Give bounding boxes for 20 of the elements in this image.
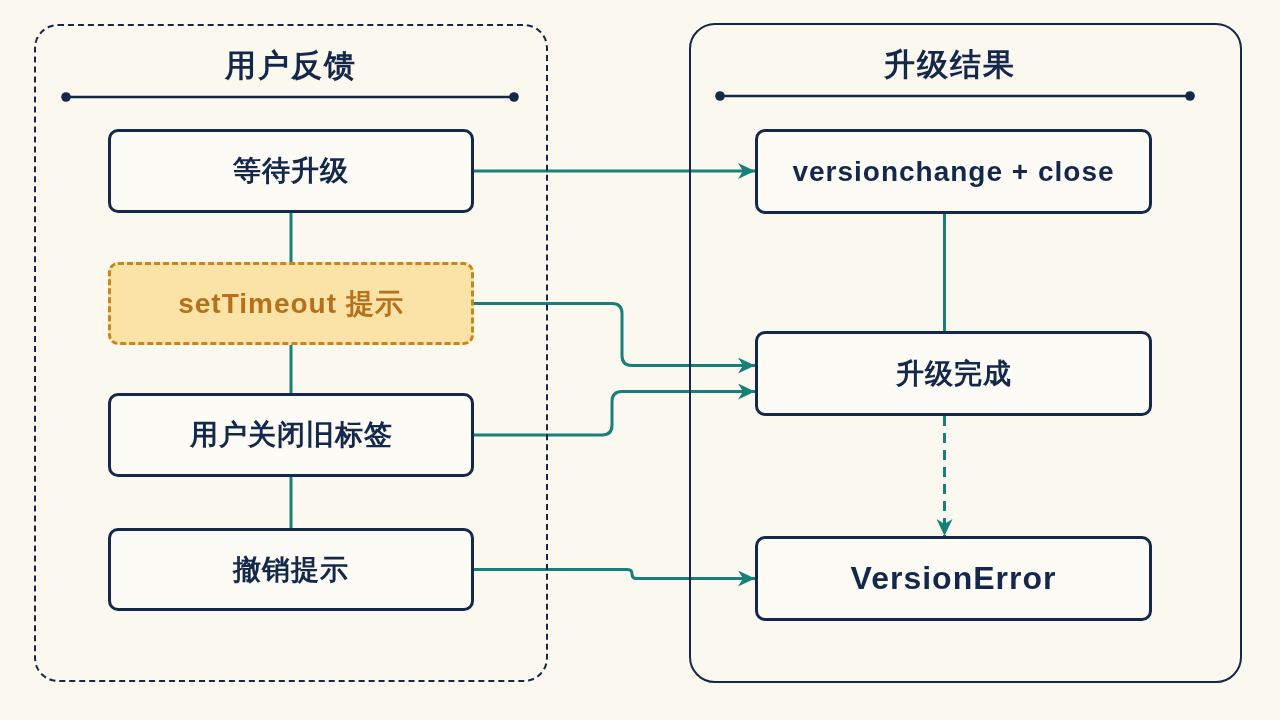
process-box: 升级完成 — [755, 331, 1152, 416]
connector-line — [289, 477, 293, 528]
process-box: 等待升级 — [108, 129, 474, 213]
group-panel — [34, 24, 548, 682]
panel-heading: 升级结果 — [884, 47, 1016, 83]
connector-line — [943, 214, 946, 331]
group-panel — [689, 23, 1242, 683]
process-box: setTimeout 提示 — [108, 262, 474, 345]
arrow — [474, 383, 755, 437]
connector-line — [289, 345, 293, 393]
process-box: 撤销提示 — [108, 528, 474, 611]
arrow — [936, 416, 953, 536]
process-box: versionchange + close — [755, 129, 1152, 214]
connector-line — [289, 213, 293, 262]
process-box: VersionError — [755, 536, 1152, 621]
process-box: 用户关闭旧标签 — [108, 393, 474, 477]
arrow — [474, 163, 755, 179]
arrow — [474, 302, 755, 374]
arrow — [474, 568, 755, 587]
panel-heading: 用户反馈 — [225, 48, 357, 84]
